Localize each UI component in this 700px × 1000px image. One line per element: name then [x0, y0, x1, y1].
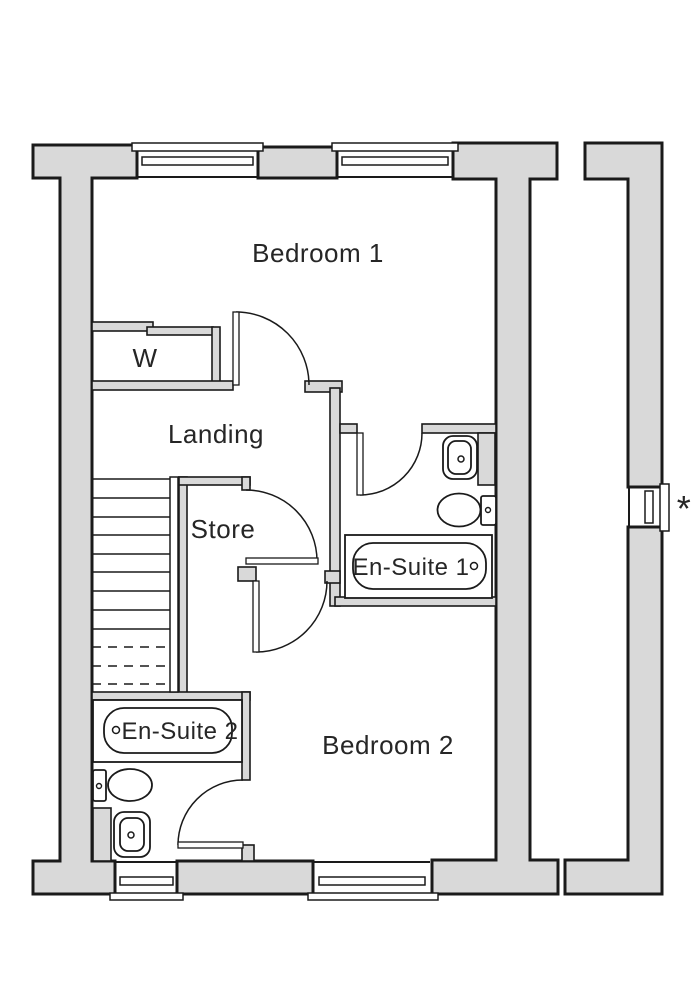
label-en-suite-1: En-Suite 1	[352, 554, 469, 581]
ensuite1-top-wall	[421, 423, 497, 434]
bedroom2-door	[252, 580, 328, 653]
window-top-1	[131, 142, 264, 178]
ensuite2-bathtub	[92, 699, 243, 763]
ensuite2-door	[177, 779, 244, 849]
interior-walls	[91, 321, 497, 862]
ensuite2-right-wall	[241, 691, 251, 781]
label-store: Store	[191, 514, 256, 544]
wardrobe-bottom-wall	[91, 380, 234, 391]
ensuite2-basin	[113, 811, 151, 858]
wardrobe-top-wall-a	[91, 321, 154, 332]
bottom-wall-segment	[175, 859, 315, 896]
windows	[109, 142, 670, 901]
staircase	[92, 476, 179, 693]
bedroom2-door-left-jamb	[237, 566, 257, 582]
ensuite1-door-jamb	[339, 423, 358, 434]
ensuite1-fixtures	[344, 432, 497, 599]
ensuite1-bathtub	[344, 534, 493, 599]
bedroom1-divider-wall	[304, 380, 343, 393]
room-labels: Bedroom 1 W Landing Store En-Suite 1 Bed…	[121, 238, 692, 760]
neighbour-wall-lower	[563, 525, 664, 896]
doors	[177, 311, 423, 849]
label-bedroom-2: Bedroom 2	[322, 730, 454, 760]
label-en-suite-2: En-Suite 2	[121, 718, 238, 745]
store-door-jamb	[241, 476, 251, 491]
window-bottom-1	[109, 861, 184, 901]
ensuite2-fixtures	[92, 699, 243, 862]
bedroom2-door-right-jamb	[324, 570, 341, 584]
store-door	[245, 489, 319, 565]
wardrobe-top-wall-b	[146, 326, 214, 336]
stair-rail	[169, 476, 179, 693]
ensuite1-toilet	[436, 492, 497, 528]
label-wardrobe: W	[132, 343, 157, 373]
top-wall-segment	[256, 145, 339, 180]
ensuite1-door	[356, 432, 423, 496]
neighbour-wall-upper	[583, 141, 664, 489]
store-top-wall	[178, 476, 251, 486]
label-landing: Landing	[168, 419, 264, 449]
window-top-2	[331, 142, 459, 178]
stair-treads-dashed	[92, 646, 170, 685]
ensuite1-basin	[442, 435, 478, 480]
stair-treads	[92, 478, 170, 630]
right-wall	[430, 141, 560, 896]
window-neighbour	[628, 483, 670, 532]
wardrobe-right-wall	[211, 326, 221, 389]
ensuite2-top-wall	[91, 691, 251, 701]
window-note-asterisk: *	[677, 488, 692, 529]
label-bedroom-1: Bedroom 1	[252, 238, 384, 268]
store-left-wall	[178, 476, 188, 701]
ensuite2-duct	[92, 807, 112, 862]
ensuite2-door-stub	[241, 844, 255, 862]
ensuite1-duct	[477, 432, 496, 486]
ensuite2-toilet	[92, 768, 153, 802]
window-bottom-2	[307, 861, 439, 901]
bedroom1-door	[232, 311, 310, 386]
